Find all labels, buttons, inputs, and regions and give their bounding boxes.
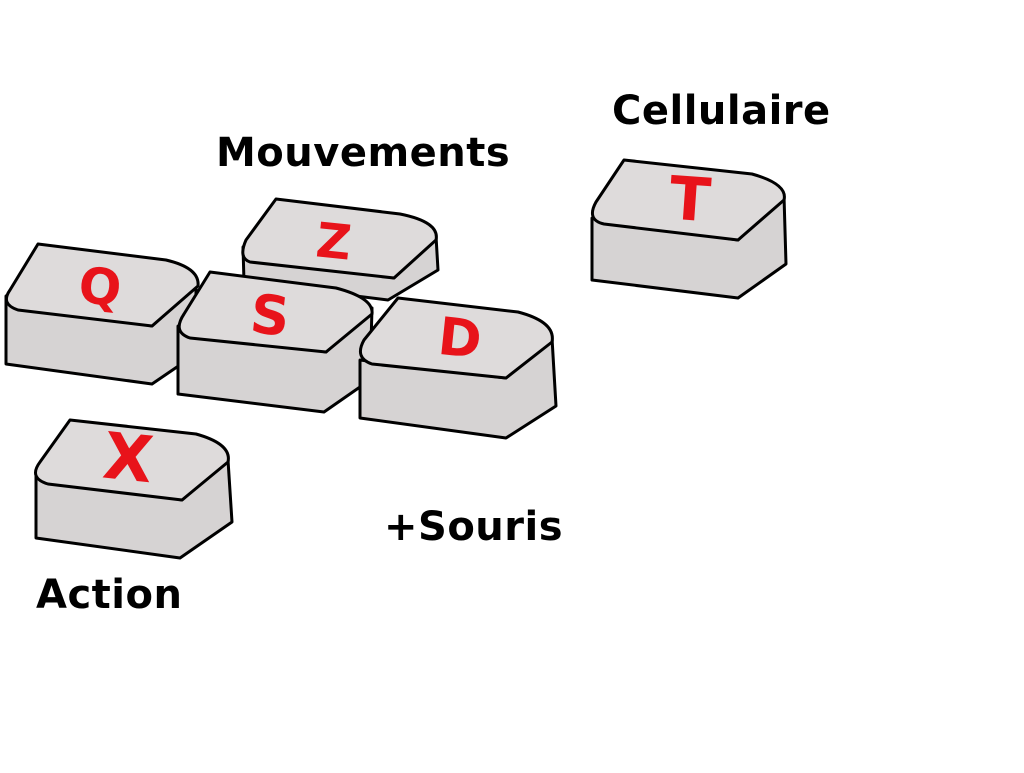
key-d-top — [358, 296, 554, 380]
caption-phone: Cellulaire — [612, 88, 831, 134]
key-t-letter: T — [667, 164, 713, 237]
key-z-top — [241, 197, 438, 280]
key-x-letter: X — [100, 420, 157, 499]
key-x: X — [34, 418, 234, 560]
key-z-letter: Z — [314, 212, 354, 271]
key-s: S — [176, 270, 374, 414]
caption-movements: Mouvements — [216, 130, 511, 176]
key-d-letter: D — [435, 307, 484, 371]
key-s-top — [177, 270, 374, 354]
key-t-top — [590, 158, 786, 242]
key-q-letter: Q — [76, 256, 124, 318]
key-d: D — [358, 296, 558, 440]
key-x-top — [34, 418, 230, 502]
key-q: Q — [4, 242, 200, 386]
key-s-letter: S — [247, 282, 292, 349]
caption-mouse: +Souris — [384, 504, 564, 550]
caption-action: Action — [36, 572, 183, 618]
key-q-top — [4, 242, 200, 328]
key-t: T — [590, 158, 788, 300]
